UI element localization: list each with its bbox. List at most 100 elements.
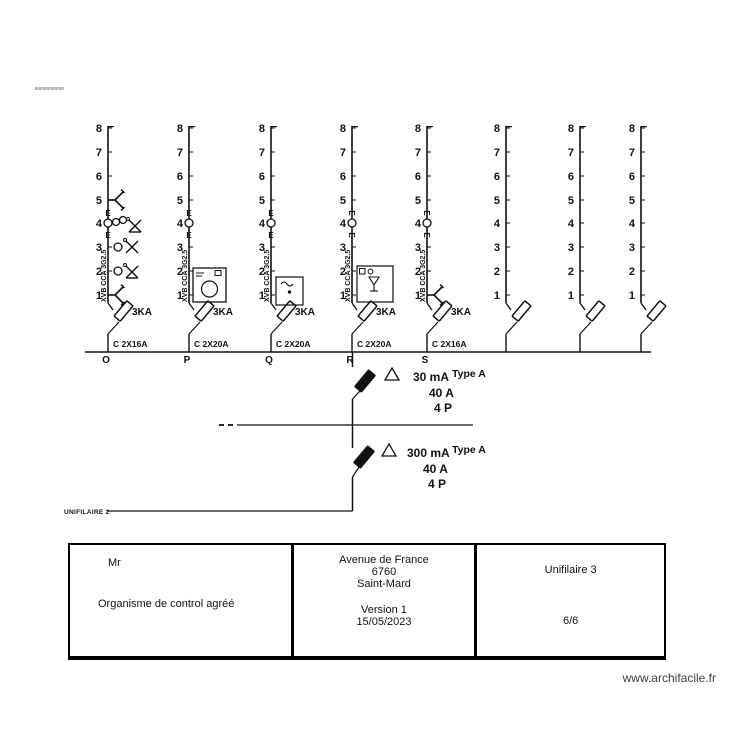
lamp-circle-icon bbox=[118, 215, 128, 225]
earth-label: E bbox=[347, 232, 356, 238]
breaker-symbol: 3KA bbox=[270, 300, 315, 352]
breaker-contact-icon bbox=[432, 300, 453, 322]
circuit-number-label: 6 bbox=[96, 171, 102, 183]
circuit-number-label: 3 bbox=[340, 242, 346, 254]
circuit-number-label: 7 bbox=[629, 147, 635, 159]
circuit-number-label: 6 bbox=[259, 171, 265, 183]
circuit-number-label: 2 bbox=[340, 266, 346, 278]
wire-line bbox=[270, 321, 283, 335]
wire-line bbox=[640, 321, 653, 335]
rcd-type-label: Type A bbox=[452, 368, 486, 380]
circuit-number-label: 6 bbox=[177, 171, 183, 183]
circuit-number-label: 6 bbox=[568, 171, 574, 183]
circuit-number-label: 1 bbox=[177, 290, 183, 302]
cable-label: C 2X16A bbox=[113, 339, 148, 349]
button-icon bbox=[359, 268, 366, 275]
breaker-contact-icon bbox=[585, 300, 606, 322]
wire-line bbox=[439, 284, 444, 289]
circuit-number-label: 8 bbox=[177, 123, 183, 135]
lamp-dot-icon bbox=[123, 263, 127, 267]
circuit-number-label: 6 bbox=[494, 171, 500, 183]
breaker-symbol bbox=[505, 300, 532, 352]
circuit-number-label: 5 bbox=[177, 195, 183, 207]
circuit-number-label: 1 bbox=[494, 290, 500, 302]
switch-symbol bbox=[108, 284, 125, 306]
circuit-number-label: 3 bbox=[568, 242, 574, 254]
version-label: Version 1 bbox=[361, 604, 407, 616]
circuit-number-label: 1 bbox=[629, 290, 635, 302]
wire-line bbox=[120, 206, 125, 211]
circuit-number-label: 7 bbox=[259, 147, 265, 159]
lamp-dot-icon bbox=[123, 238, 127, 242]
wire-line bbox=[107, 321, 120, 335]
wire-spec-label: XVB CCA 3G2.5 bbox=[264, 250, 271, 302]
delta-triangle-icon bbox=[380, 442, 398, 457]
circuit-number-label: 2 bbox=[96, 266, 102, 278]
control-knob-icon bbox=[214, 270, 222, 276]
circuit-number-label: 5 bbox=[568, 195, 574, 207]
wire-line bbox=[351, 321, 364, 335]
wire-line bbox=[114, 286, 124, 296]
breaker-contact-icon bbox=[357, 300, 378, 322]
wire-line bbox=[351, 466, 360, 478]
page-number-label: 6/6 bbox=[563, 615, 579, 627]
circuit-number-label: 4 bbox=[415, 218, 422, 230]
earth-label: E bbox=[347, 210, 356, 216]
breaker-rating-label: 3KA bbox=[295, 307, 315, 318]
wire-line bbox=[505, 321, 518, 335]
earth-label: E bbox=[268, 209, 274, 218]
circuit-number-label: 7 bbox=[494, 147, 500, 159]
circuit-number-label: 8 bbox=[259, 123, 265, 135]
feeder-label: UNIFILAIRE 2 bbox=[64, 509, 110, 516]
circuit-number-label: 5 bbox=[259, 195, 265, 207]
micro-text-artifact bbox=[35, 87, 64, 90]
owner-label: Mr bbox=[108, 557, 121, 569]
wire-line bbox=[433, 294, 443, 304]
glass-icon bbox=[368, 276, 380, 287]
center-dot-icon bbox=[287, 290, 292, 294]
circuit-number-label: 7 bbox=[177, 147, 183, 159]
wire-line bbox=[426, 302, 433, 311]
circuit-number-label: 7 bbox=[96, 147, 102, 159]
circuit-number-label: 4 bbox=[177, 218, 184, 230]
boiler-symbol bbox=[275, 276, 304, 306]
circuit-number-label: 4 bbox=[340, 218, 347, 230]
rcd-sensitivity-label: 30 mA bbox=[413, 370, 449, 384]
junction-circle-icon bbox=[184, 218, 194, 228]
washing-machine-symbol bbox=[192, 267, 227, 303]
title-block: Mr Organisme de control agréé Avenue de … bbox=[68, 543, 666, 660]
address-line-1: Avenue de France bbox=[339, 554, 429, 566]
wire-line bbox=[188, 302, 195, 311]
breaker-symbol: 3KA bbox=[107, 300, 152, 352]
breaker-symbol bbox=[579, 300, 606, 352]
junction-circle-icon bbox=[266, 218, 276, 228]
lamp-symbol bbox=[113, 238, 139, 254]
wire-spec-label: XVB CCA 3G2.5 bbox=[420, 250, 427, 302]
wire-line bbox=[120, 301, 125, 306]
circuit-number-label: 4 bbox=[96, 218, 103, 230]
breaker-rating-label: 3KA bbox=[213, 307, 233, 318]
breaker-contact-icon bbox=[194, 300, 215, 322]
wire-line bbox=[125, 240, 139, 254]
circuit-number-label: 2 bbox=[415, 266, 421, 278]
earth-label: E bbox=[422, 232, 431, 238]
breaker-rating-label: 3KA bbox=[376, 307, 396, 318]
circuit-letter-label: P bbox=[184, 355, 191, 366]
circuit-number-label: 2 bbox=[568, 266, 574, 278]
cable-label: C 2X16A bbox=[432, 339, 467, 349]
circuit-number-label: 3 bbox=[415, 242, 421, 254]
earth-label: E bbox=[422, 210, 431, 216]
lamp-circle-icon bbox=[113, 242, 123, 252]
rcd-rating-label: 40 A bbox=[423, 462, 448, 476]
circuit-number-label: 3 bbox=[259, 242, 265, 254]
